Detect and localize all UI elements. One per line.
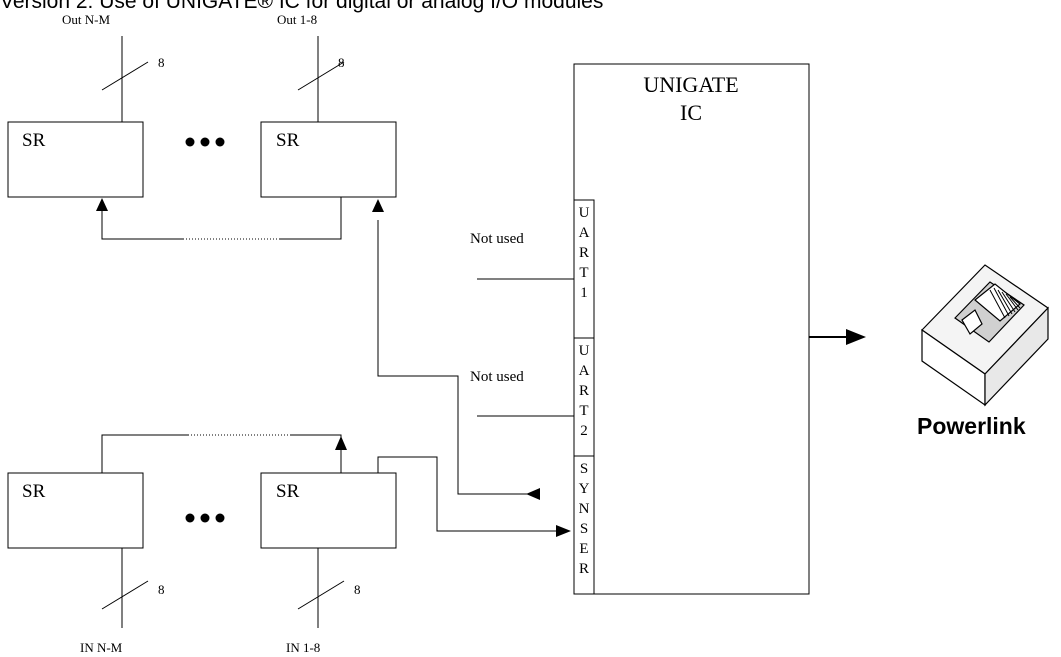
uart1-letter: T [579,265,588,281]
sr-box-out-18 [260,121,397,198]
synser-in-path [377,456,556,532]
dot [215,137,225,147]
sr-box-out-nm [7,121,144,198]
synser-port [573,455,595,595]
diagram-caption: Version 2: Use of UNIGATE® IC for digita… [0,0,604,13]
uart2-letter: T [579,403,588,419]
synser-letter: E [579,541,588,557]
dot [200,137,210,147]
synser-letter: S [580,521,588,537]
arrow-right-synser [556,525,571,537]
synser-letter: R [579,561,589,577]
bit-width-label: 8 [158,55,165,70]
sr-label: SR [22,130,46,151]
in-chain-left [101,434,188,473]
sr-label: SR [276,130,300,151]
out-chain-left [101,210,183,240]
synser-letter: N [579,501,590,517]
bit-width-label: 8 [354,582,361,597]
sr-box-in-18 [260,472,397,549]
sr-label: SR [22,481,46,502]
label-in-nm: IN N-M [80,640,123,655]
powerlink-label: Powerlink [917,413,1026,439]
out-chain-right [280,197,342,240]
arrow-up-sr-out-nm [96,198,108,211]
arrow-up-sr-out-18 [372,199,384,212]
uart1-letter: U [579,205,590,221]
uart1-letter: 1 [580,285,588,301]
ic-subtitle: IC [680,100,702,125]
not-used-label-uart1: Not used [470,231,524,247]
ic-title: UNIGATE [643,72,738,97]
dot [215,513,225,523]
synser-letter: S [580,461,588,477]
arrow-up-in-chain [335,436,347,450]
label-in-18: IN 1-8 [286,640,320,655]
dot [185,137,195,147]
not-used-label-uart2: Not used [470,369,524,385]
sr-label: SR [276,481,300,502]
label-out-nm: Out N-M [62,12,110,27]
bit-width-label: 8 [158,582,165,597]
sr-box-in-nm [7,472,144,549]
uart2-letter: A [579,363,590,379]
uart2-letter: U [579,343,590,359]
synser-out-path [377,220,539,495]
dot [200,513,210,523]
ethernet-connector-icon [921,264,1049,407]
unigate-ic-block [573,63,810,595]
dot [185,513,195,523]
arrow-right-powerlink [846,329,866,345]
in-chain-right [290,434,342,473]
uart2-letter: 2 [580,423,588,439]
uart1-letter: R [579,245,589,261]
arrow-left-synser [526,488,540,500]
synser-letter: Y [579,481,590,497]
bit-width-label: 8 [338,55,345,70]
uart2-letter: R [579,383,589,399]
uart1-letter: A [579,225,590,241]
label-out-18: Out 1-8 [277,12,317,27]
